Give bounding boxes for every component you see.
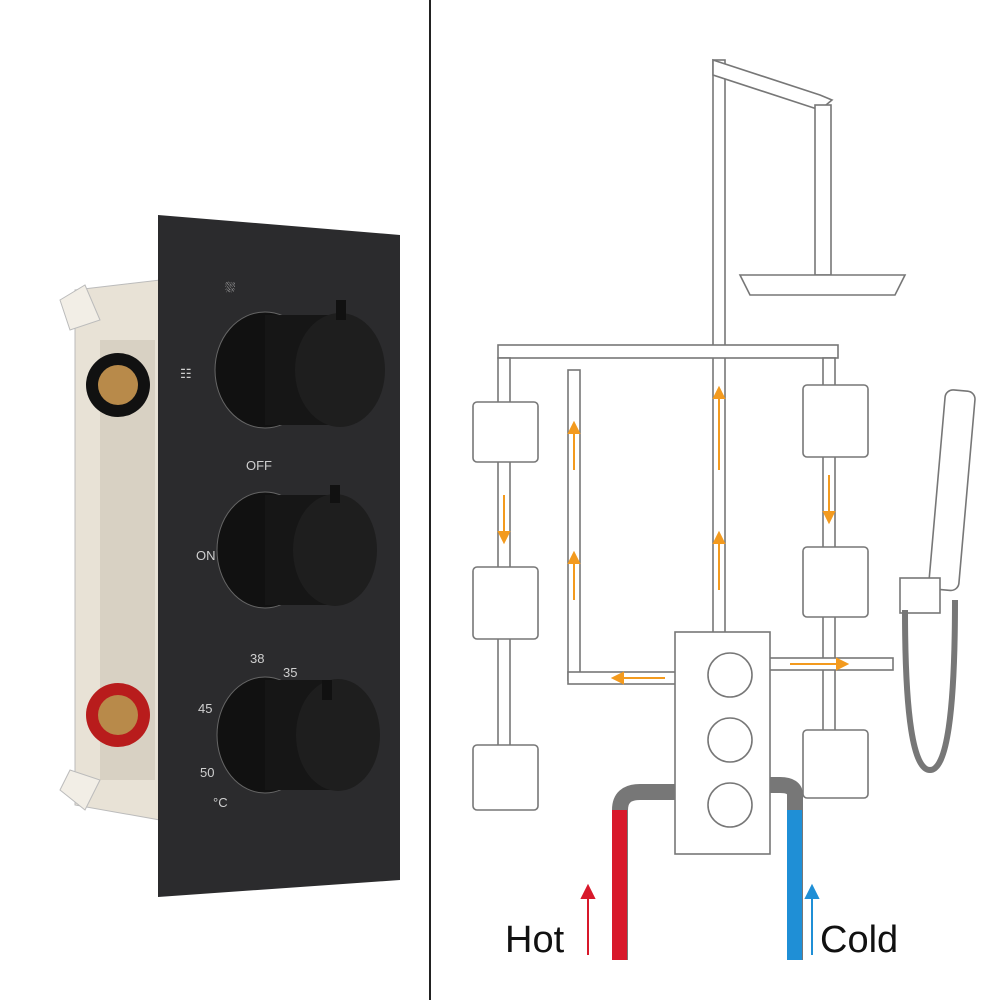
- plumbing-diagram: Hot Cold: [472, 58, 976, 961]
- cold-pipe: [787, 810, 802, 960]
- cold-label: Cold: [820, 919, 898, 961]
- label-45: 45: [198, 701, 212, 716]
- body-jets: [472, 384, 869, 811]
- knob-top: [214, 300, 385, 429]
- hand-shower: [899, 389, 976, 774]
- hot-label: Hot: [505, 919, 565, 961]
- label-38: 38: [250, 651, 264, 666]
- rain-shower-head: [738, 274, 907, 296]
- valve-photo: ⛆ ☷ OFF ON 38 35 45 50 °C: [59, 215, 400, 897]
- body-jet-icon: ☷: [180, 366, 192, 381]
- hot-pipe: [612, 810, 627, 960]
- knob-middle: [216, 485, 377, 609]
- label-off: OFF: [246, 458, 272, 473]
- label-35: 35: [283, 665, 297, 680]
- label-50: 50: [200, 765, 214, 780]
- cold-arrow: [804, 883, 820, 955]
- shower-arm: [814, 104, 832, 276]
- knob-bottom: [216, 676, 380, 794]
- label-celsius: °C: [213, 795, 228, 810]
- top-manifold-pipe: [497, 344, 839, 359]
- hot-arrow: [580, 883, 596, 955]
- shower-icon: ⛆: [225, 280, 236, 295]
- flow-arrows: [497, 385, 850, 685]
- label-on: ON: [196, 548, 216, 563]
